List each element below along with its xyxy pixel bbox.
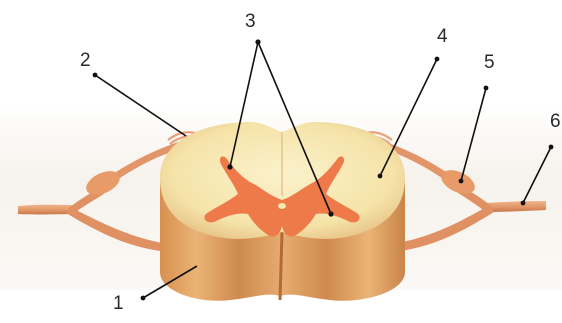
anterior-median-fissure [280,232,282,300]
leader-dot-4-end [378,174,383,179]
leader-dot-6-end [521,201,526,206]
label-6: 6 [550,111,561,132]
leader-dot-5 [484,86,489,91]
spinal-cord-segment [160,122,405,301]
leader-dot-3b-end [328,211,333,216]
label-5: 5 [484,52,495,73]
leader-dot-4 [435,57,440,62]
leader-dot-6 [549,145,554,150]
label-1: 1 [113,293,124,314]
central-canal [278,203,286,209]
right-nerve-trunk [485,201,546,212]
leader-dot-1 [141,296,146,301]
label-2: 2 [80,50,91,71]
leader-dot-5-end [459,179,464,184]
label-3: 3 [245,11,256,32]
label-4: 4 [437,26,448,47]
leader-dot-3 [255,39,260,44]
leader-dot-2 [93,73,98,78]
leader-dot-3a-end [227,164,232,169]
